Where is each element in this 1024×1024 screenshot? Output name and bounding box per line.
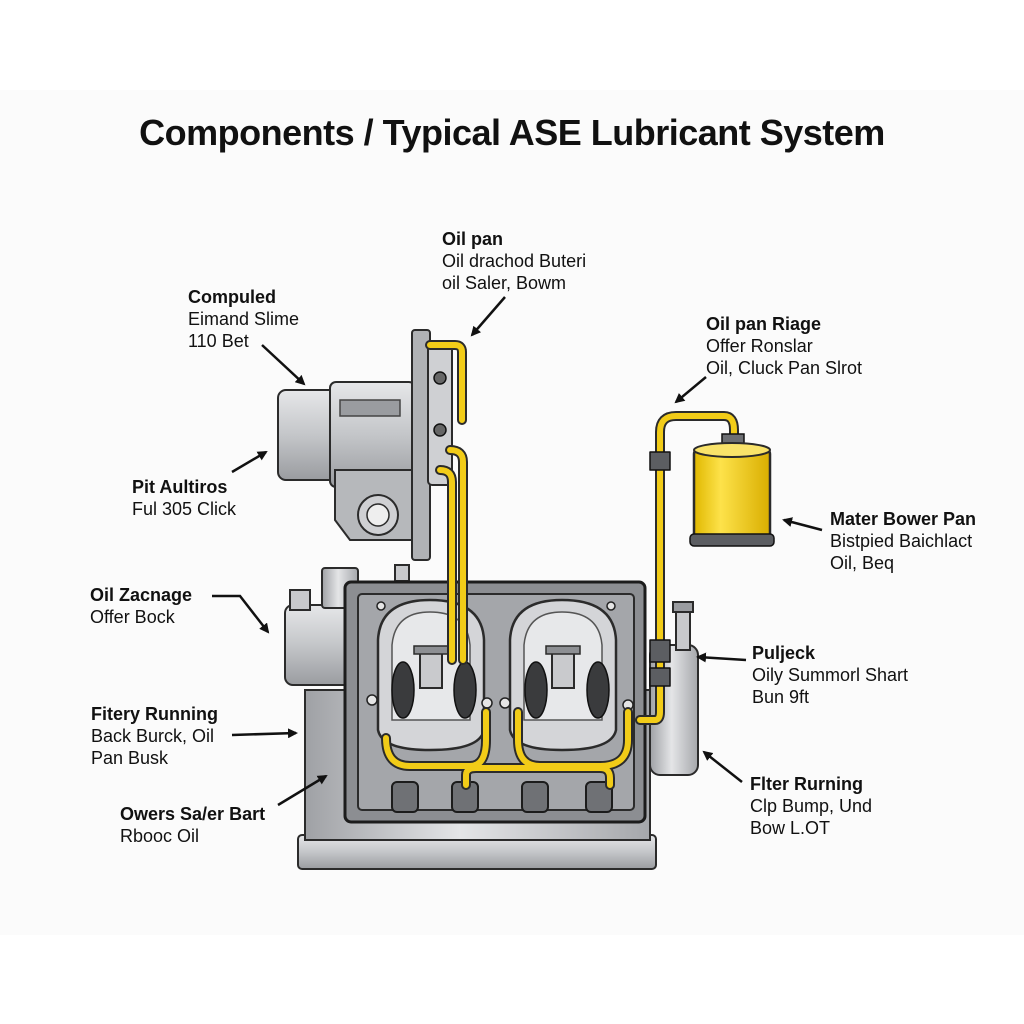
- label-mater-bower-pan: Mater Bower Pan Bistpied Baichlact Oil, …: [830, 508, 976, 574]
- label-line: oil Saler, Bowm: [442, 273, 567, 293]
- arrow-pit-aultiros: [231, 450, 268, 474]
- label-flter-rurning: Flter Rurning Clp Bump, Und Bow L.OT: [750, 773, 872, 839]
- arrow-puljeck: [696, 652, 747, 663]
- label-owers-saler-bart: Owers Sa/er Bart Rbooc Oil: [120, 803, 265, 847]
- label-line: Oil, Cluck Pan Slrot: [706, 358, 863, 378]
- oil-lines: [381, 340, 739, 790]
- label-line: Pan Busk: [91, 748, 169, 768]
- arrow-oil-zacnage: [212, 594, 270, 634]
- diagram-title: Components / Typical ASE Lubricant Syste…: [139, 112, 885, 153]
- label-line: Oily Summorl Shart: [752, 665, 909, 685]
- label-heading: Puljeck: [752, 643, 816, 663]
- arrow-oil-pan-top: [470, 296, 506, 337]
- label-line: 110 Bet: [188, 331, 249, 351]
- label-heading: Oil pan Riage: [706, 314, 822, 334]
- arrow-owers-saler-bart: [277, 774, 328, 807]
- label-heading: Fitery Running: [91, 704, 218, 724]
- block-bolts: [366, 601, 634, 711]
- label-heading: Flter Rurning: [750, 774, 863, 794]
- label-line: Clp Bump, Und: [750, 796, 873, 816]
- line-fitting: [649, 639, 671, 663]
- label-heading: Oil Zacnage: [90, 585, 193, 605]
- line-fitting: [649, 667, 671, 687]
- label-line: Eimand Slime: [188, 309, 300, 329]
- cylinder-right: [508, 598, 618, 752]
- label-heading: Pit Aultiros: [132, 477, 228, 497]
- label-oil-pan-top: Oil pan Oil drachod Buteri oil Saler, Bo…: [442, 228, 586, 294]
- label-line: Bistpied Baichlact: [830, 531, 973, 551]
- arrow-compuled: [261, 344, 306, 386]
- cylinder-left: [376, 598, 486, 752]
- label-heading: Mater Bower Pan: [830, 509, 977, 529]
- oil-pump-assembly: [277, 329, 453, 561]
- label-heading: Oil pan: [442, 229, 504, 249]
- label-line: Bun 9ft: [752, 687, 810, 707]
- label-fitery-running: Fitery Running Back Burck, Oil Pan Busk: [91, 703, 218, 769]
- arrow-oil-pan-riage: [674, 376, 707, 404]
- label-heading: Compuled: [188, 287, 276, 307]
- callout-arrows: [212, 296, 823, 807]
- label-oil-pan-riage: Oil pan Riage Offer Ronslar Oil, Cluck P…: [706, 313, 862, 379]
- arrow-mater-bower-pan: [782, 517, 823, 532]
- oil-filter: [689, 433, 775, 547]
- label-line: Offer Bock: [90, 607, 175, 627]
- label-line: Oil, Beq: [830, 553, 895, 573]
- arrow-fitery-running: [231, 728, 298, 739]
- label-puljeck: Puljeck Oily Summorl Shart Bun 9ft: [752, 642, 908, 708]
- label-line: Rbooc Oil: [120, 826, 200, 846]
- label-compuled: Compuled Eimand Slime 110 Bet: [188, 286, 299, 352]
- label-line: Bow L.OT: [750, 818, 831, 838]
- arrow-flter-rurning: [702, 750, 743, 783]
- label-oil-zacnage: Oil Zacnage Offer Bock: [90, 584, 192, 628]
- label-heading: Owers Sa/er Bart: [120, 804, 266, 824]
- label-pit-aultiros: Pit Aultiros Ful 305 Click: [132, 476, 236, 520]
- label-line: Oil drachod Buteri: [442, 251, 587, 271]
- label-line: Back Burck, Oil: [91, 726, 215, 746]
- label-line: Offer Ronslar: [706, 336, 813, 356]
- label-line: Ful 305 Click: [132, 499, 237, 519]
- crank-journals: [391, 781, 613, 813]
- line-fitting: [649, 451, 671, 471]
